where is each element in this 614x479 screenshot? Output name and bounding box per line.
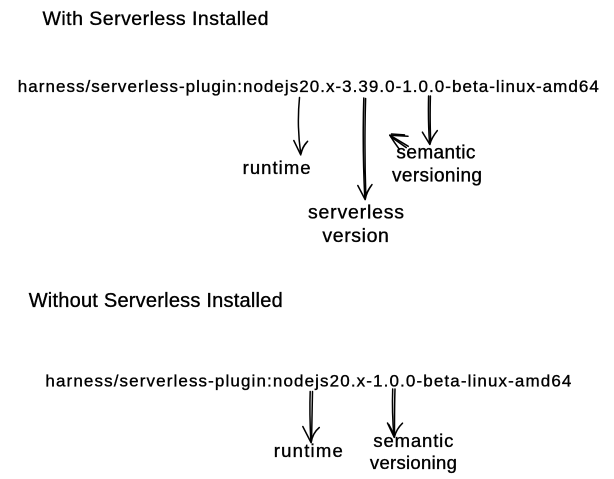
- svg-text:runtime: runtime: [274, 440, 343, 461]
- svg-text:harness/serverless-plugin:node: harness/serverless-plugin:nodejs20.x-3.3…: [18, 77, 599, 96]
- svg-text:semantic: semantic: [396, 143, 475, 164]
- svg-text:versioning: versioning: [392, 166, 482, 187]
- svg-text:semantic: semantic: [373, 430, 453, 451]
- svg-text:Without Serverless Installed: Without Serverless Installed: [29, 290, 283, 312]
- svg-text:version: version: [322, 225, 389, 247]
- svg-text:harness/serverless-plugin:node: harness/serverless-plugin:nodejs20.x-1.0…: [45, 371, 571, 390]
- svg-text:With Serverless Installed: With Serverless Installed: [43, 8, 269, 30]
- svg-text:runtime: runtime: [243, 157, 311, 178]
- svg-text:versioning: versioning: [370, 452, 457, 473]
- svg-text:serverless: serverless: [308, 202, 404, 224]
